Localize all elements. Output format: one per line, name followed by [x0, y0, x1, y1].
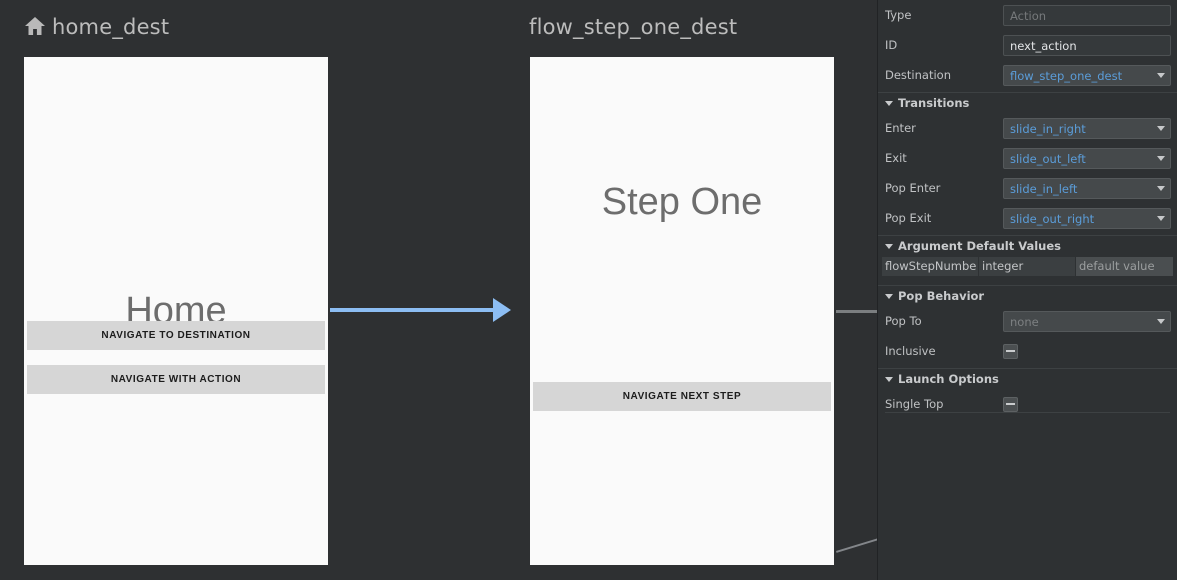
- destination-dropdown-value: flow_step_one_dest: [1010, 68, 1123, 83]
- argument-type-cell[interactable]: integer: [979, 257, 1076, 276]
- destination-label: Destination: [885, 68, 951, 82]
- home-icon: [25, 17, 45, 35]
- property-row-enter: Enter slide_in_right: [878, 113, 1177, 143]
- chevron-down-icon: [1157, 126, 1165, 131]
- destination-card-flow-step-one[interactable]: Step One NAVIGATE NEXT STEP: [530, 57, 834, 565]
- home-button-navigate-to-destination[interactable]: NAVIGATE TO DESTINATION: [27, 321, 325, 350]
- argument-row[interactable]: flowStepNumbe integer default value: [878, 257, 1177, 276]
- chevron-down-icon: [1157, 319, 1165, 324]
- argument-name-cell[interactable]: flowStepNumbe: [882, 257, 979, 276]
- inclusive-label: Inclusive: [885, 344, 936, 358]
- property-row-pop-enter: Pop Enter slide_in_left: [878, 173, 1177, 203]
- navigation-edge-arrowhead: [493, 298, 511, 322]
- destination-title-flow-step-one[interactable]: flow_step_one_dest: [529, 15, 738, 39]
- id-label: ID: [885, 38, 898, 52]
- chevron-down-icon: [1157, 73, 1165, 78]
- property-row-type: Type Action: [878, 0, 1177, 30]
- navigation-edge-stub-right[interactable]: [836, 310, 877, 313]
- single-top-checkbox[interactable]: [1003, 396, 1018, 412]
- destination-dropdown[interactable]: flow_step_one_dest: [1003, 64, 1171, 86]
- exit-label: Exit: [885, 151, 907, 165]
- property-row-pop-exit: Pop Exit slide_out_right: [878, 203, 1177, 233]
- pop-to-dropdown-value: none: [1010, 314, 1039, 329]
- type-field[interactable]: Action: [1003, 4, 1171, 26]
- pop-to-dropdown[interactable]: none: [1003, 310, 1171, 332]
- section-transitions-label: Transitions: [898, 96, 970, 110]
- exit-dropdown-value: slide_out_left: [1010, 151, 1086, 166]
- enter-label: Enter: [885, 121, 916, 135]
- enter-dropdown[interactable]: slide_in_right: [1003, 117, 1171, 139]
- pop-enter-dropdown-value: slide_in_left: [1010, 181, 1078, 196]
- property-row-id: ID next_action: [878, 30, 1177, 60]
- home-button-navigate-with-action[interactable]: NAVIGATE WITH ACTION: [27, 365, 325, 394]
- destination-card-home[interactable]: Home NAVIGATE TO DESTINATION NAVIGATE WI…: [24, 57, 328, 565]
- navigation-graph-canvas[interactable]: home_dest Home NAVIGATE TO DESTINATION N…: [0, 0, 877, 580]
- navigation-edge-diagonal[interactable]: [836, 537, 877, 553]
- section-launch-options-label: Launch Options: [898, 372, 999, 386]
- flow-step-one-screen-title: Step One: [601, 181, 763, 223]
- destination-title-home[interactable]: home_dest: [52, 15, 170, 39]
- chevron-down-icon: [1157, 216, 1165, 221]
- chevron-down-icon: [885, 293, 893, 299]
- section-pop-behavior-label: Pop Behavior: [898, 289, 985, 303]
- property-row-pop-to: Pop To none: [878, 306, 1177, 336]
- section-argument-default-values[interactable]: Argument Default Values: [878, 235, 1177, 256]
- pop-enter-dropdown[interactable]: slide_in_left: [1003, 177, 1171, 199]
- property-row-destination: Destination flow_step_one_dest: [878, 60, 1177, 90]
- section-arguments-label: Argument Default Values: [898, 239, 1062, 253]
- property-row-inclusive: Inclusive: [878, 336, 1177, 366]
- pop-exit-dropdown[interactable]: slide_out_right: [1003, 207, 1171, 229]
- navigation-edge-next-action[interactable]: [330, 308, 494, 312]
- section-pop-behavior[interactable]: Pop Behavior: [878, 285, 1177, 306]
- single-top-label: Single Top: [885, 397, 944, 411]
- pop-exit-dropdown-value: slide_out_right: [1010, 211, 1095, 226]
- panel-bottom-divider: [885, 412, 1170, 413]
- property-row-single-top: Single Top: [878, 389, 1177, 419]
- section-launch-options[interactable]: Launch Options: [878, 368, 1177, 389]
- properties-panel: Type Action ID next_action Destination f…: [877, 0, 1177, 580]
- argument-default-value-cell[interactable]: default value: [1076, 257, 1173, 276]
- chevron-down-icon: [1157, 156, 1165, 161]
- property-row-exit: Exit slide_out_left: [878, 143, 1177, 173]
- inclusive-checkbox[interactable]: [1003, 343, 1018, 359]
- chevron-down-icon: [885, 243, 893, 249]
- id-input[interactable]: next_action: [1003, 34, 1171, 56]
- chevron-down-icon: [1157, 186, 1165, 191]
- flow-step-one-button-navigate-next-step[interactable]: NAVIGATE NEXT STEP: [533, 382, 831, 411]
- enter-dropdown-value: slide_in_right: [1010, 121, 1086, 136]
- exit-dropdown[interactable]: slide_out_left: [1003, 147, 1171, 169]
- section-transitions[interactable]: Transitions: [878, 92, 1177, 113]
- chevron-down-icon: [885, 100, 893, 106]
- pop-enter-label: Pop Enter: [885, 181, 941, 195]
- pop-exit-label: Pop Exit: [885, 211, 932, 225]
- chevron-down-icon: [885, 376, 893, 382]
- type-label: Type: [885, 8, 912, 22]
- pop-to-label: Pop To: [885, 314, 922, 328]
